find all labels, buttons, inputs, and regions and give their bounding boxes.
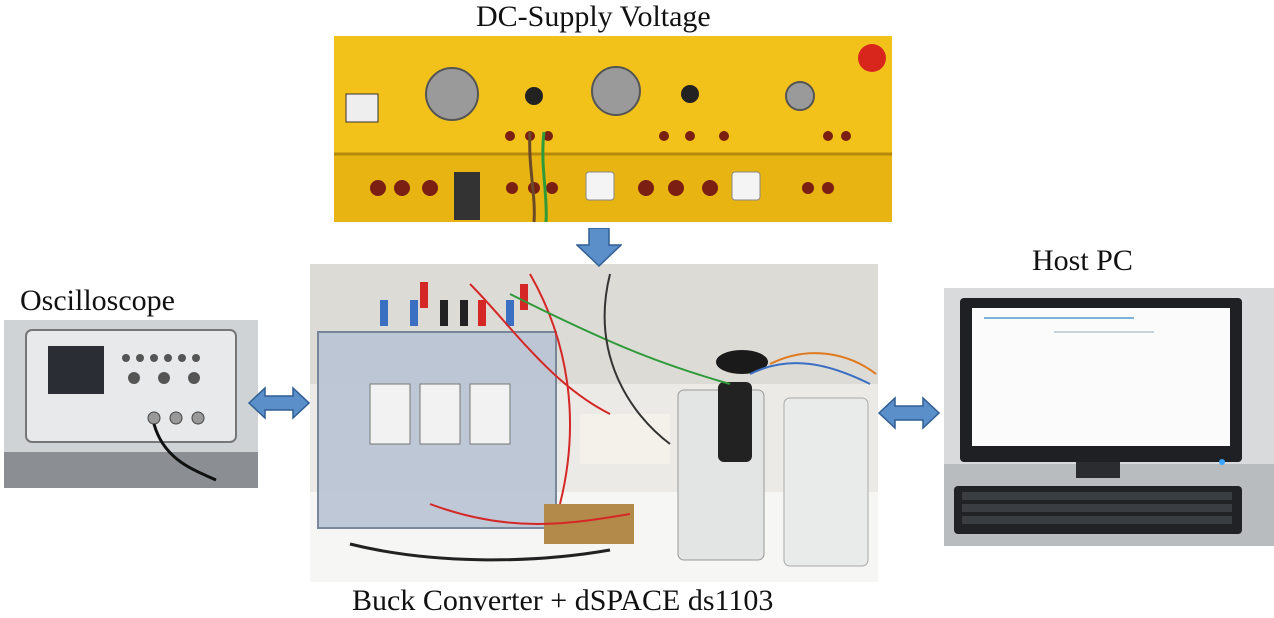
host-pc-photo [944,288,1274,546]
dc-supply-photo [334,36,892,222]
host-pc-label: Host PC [1032,244,1133,277]
down-arrow [576,228,622,268]
buck-converter-photo [310,264,878,582]
dc-supply-label: DC-Supply Voltage [476,0,711,33]
right-double-arrow [878,396,940,430]
oscilloscope-photo [4,320,258,488]
oscilloscope-label: Oscilloscope [20,284,175,317]
buck-converter-label: Buck Converter + dSPACE ds1103 [352,584,774,617]
left-double-arrow [248,386,310,420]
